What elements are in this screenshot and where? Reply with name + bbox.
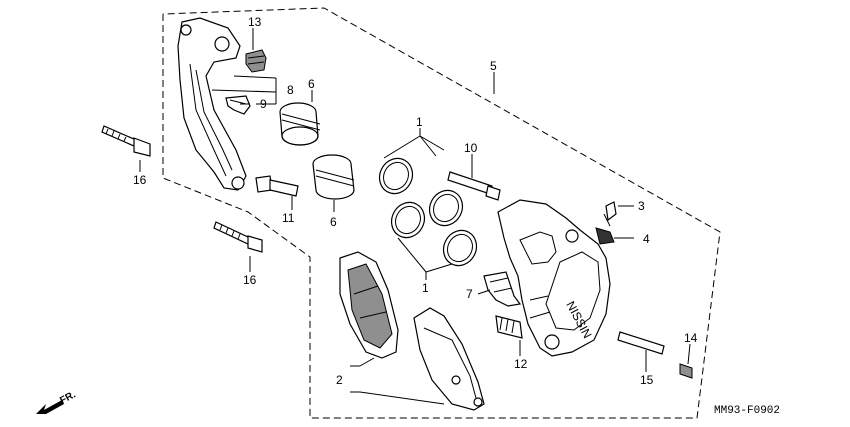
callout-6-lower: 6: [330, 215, 337, 229]
screw-part-12: [495, 315, 523, 339]
brake-pad-part-2-inner: [413, 307, 485, 411]
callout-8: 8: [287, 83, 294, 97]
callout-15: 15: [640, 373, 654, 387]
assembly-boundary: [162, 7, 721, 419]
piston-part-6-upper: [279, 102, 321, 146]
boot-part-14: [679, 363, 693, 379]
callout-9: 9: [260, 97, 267, 111]
callout-14: 14: [684, 331, 698, 345]
callout-16-upper: 16: [133, 173, 147, 187]
bolt-part-16-upper: [101, 125, 151, 157]
callout-3: 3: [638, 199, 645, 213]
callout-4: 4: [643, 232, 650, 246]
caliper-bracket: [177, 17, 247, 191]
callout-1-lower: 1: [422, 281, 429, 295]
caliper-body: NISSIN: [497, 199, 611, 357]
leader-lines: [139, 28, 691, 405]
cap-part-4: [595, 227, 615, 245]
piston-seals-part-1: [378, 157, 478, 267]
figure-code: MM93-F0902: [714, 405, 780, 417]
callouts: 13 8 9 6 6 1 1 5 10 11 3 4 7 12 14 15 16…: [133, 15, 698, 387]
pin-part-15: [617, 331, 665, 355]
brake-pad-part-2-outer: [339, 251, 399, 359]
callout-13: 13: [248, 15, 262, 29]
callout-6-upper: 6: [308, 77, 315, 91]
callout-10: 10: [464, 141, 478, 155]
bleeder-part-3: [603, 201, 617, 227]
piston-part-6-lower: [312, 154, 355, 200]
front-direction-arrow-icon: FR.: [36, 389, 78, 414]
callout-7: 7: [466, 287, 473, 301]
callout-12: 12: [514, 357, 528, 371]
callout-16-lower: 16: [243, 273, 257, 287]
boot-part-13: [245, 49, 267, 73]
pad-spring-part-9: [225, 95, 251, 115]
direction-label: FR.: [58, 389, 78, 406]
retainer-part-7: [483, 271, 522, 307]
callout-2: 2: [336, 373, 343, 387]
callout-1-upper: 1: [416, 115, 423, 129]
pin-part-10: [447, 171, 501, 201]
callout-5: 5: [490, 59, 497, 73]
bolt-part-16-lower: [213, 221, 263, 253]
callout-11: 11: [282, 211, 295, 225]
pin-bolt-part-11: [255, 175, 299, 197]
